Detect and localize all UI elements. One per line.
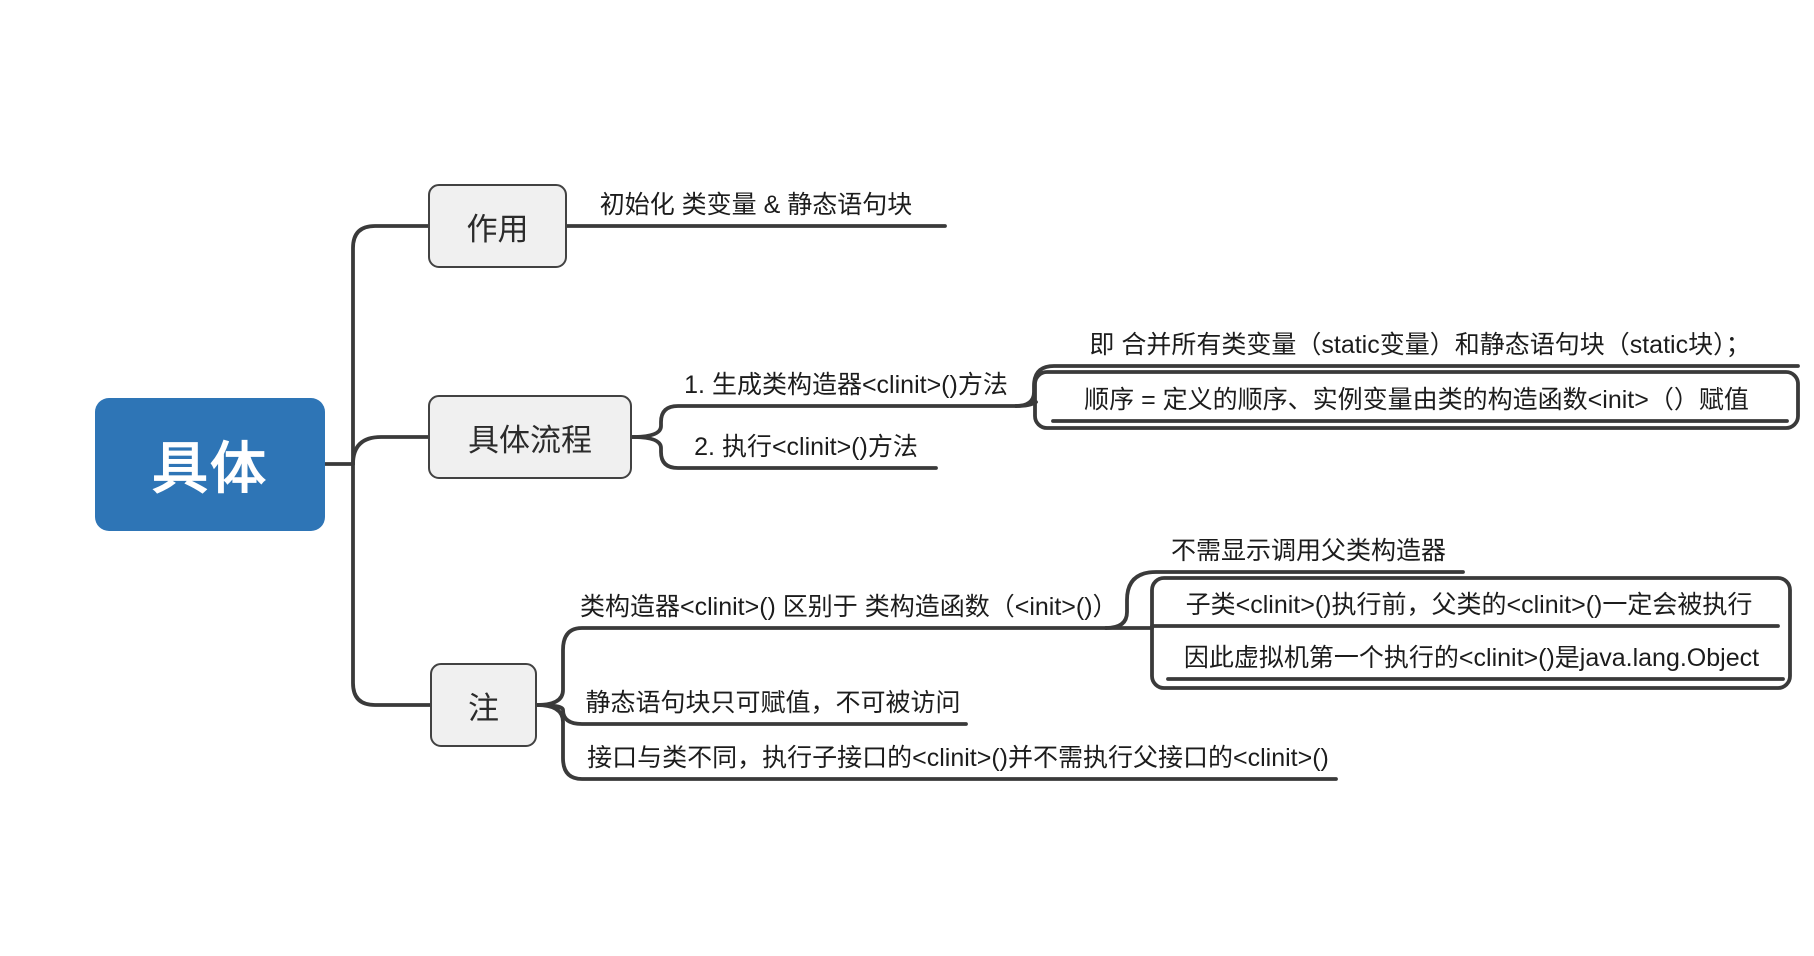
group-box [1033,370,1800,430]
connector [630,404,1018,439]
main-topic-process[interactable]: 具体流程 [428,395,632,479]
connector [535,626,1108,707]
subtopic-interface-clinit[interactable]: 接口与类不同，执行子接口的<clinit>()并不需执行父接口的<clinit>… [587,744,1329,772]
connector [351,435,430,466]
subtopic-order-rule[interactable]: 顺序 = 定义的顺序、实例变量由类的构造函数<init>（）赋值 [1084,386,1749,414]
subtopic-generate-clinit[interactable]: 1. 生成类构造器<clinit>()方法 [684,371,1008,399]
connector [535,703,1338,781]
group-box [1150,576,1792,690]
subtopic-initialize[interactable]: 初始化 类变量 & 静态语句块 [599,191,913,219]
connector [630,435,938,470]
subtopic-parent-clinit-first[interactable]: 子类<clinit>()执行前，父类的<clinit>()一定会被执行 [1185,591,1753,619]
subtopic-clinit-vs-init[interactable]: 类构造器<clinit>() 区别于 类构造函数（<init>()） [580,593,1118,621]
subtopic-execute-clinit[interactable]: 2. 执行<clinit>()方法 [694,433,918,461]
subtopic-no-explicit-super[interactable]: 不需显示调用父类构造器 [1170,537,1446,565]
root-topic[interactable]: 具体 [95,398,325,531]
subtopic-merge-static[interactable]: 即 合并所有类变量（static变量）和静态语句块（static块）； [1089,331,1751,359]
connector [351,462,432,707]
connector [351,224,430,466]
main-topic-notes[interactable]: 注 [430,663,537,747]
main-topic-purpose[interactable]: 作用 [428,184,567,268]
subtopic-static-block-assign[interactable]: 静态语句块只可赋值，不可被访问 [585,689,961,717]
subtopic-first-clinit-object[interactable]: 因此虚拟机第一个执行的<clinit>()是java.lang.Object [1183,644,1760,672]
